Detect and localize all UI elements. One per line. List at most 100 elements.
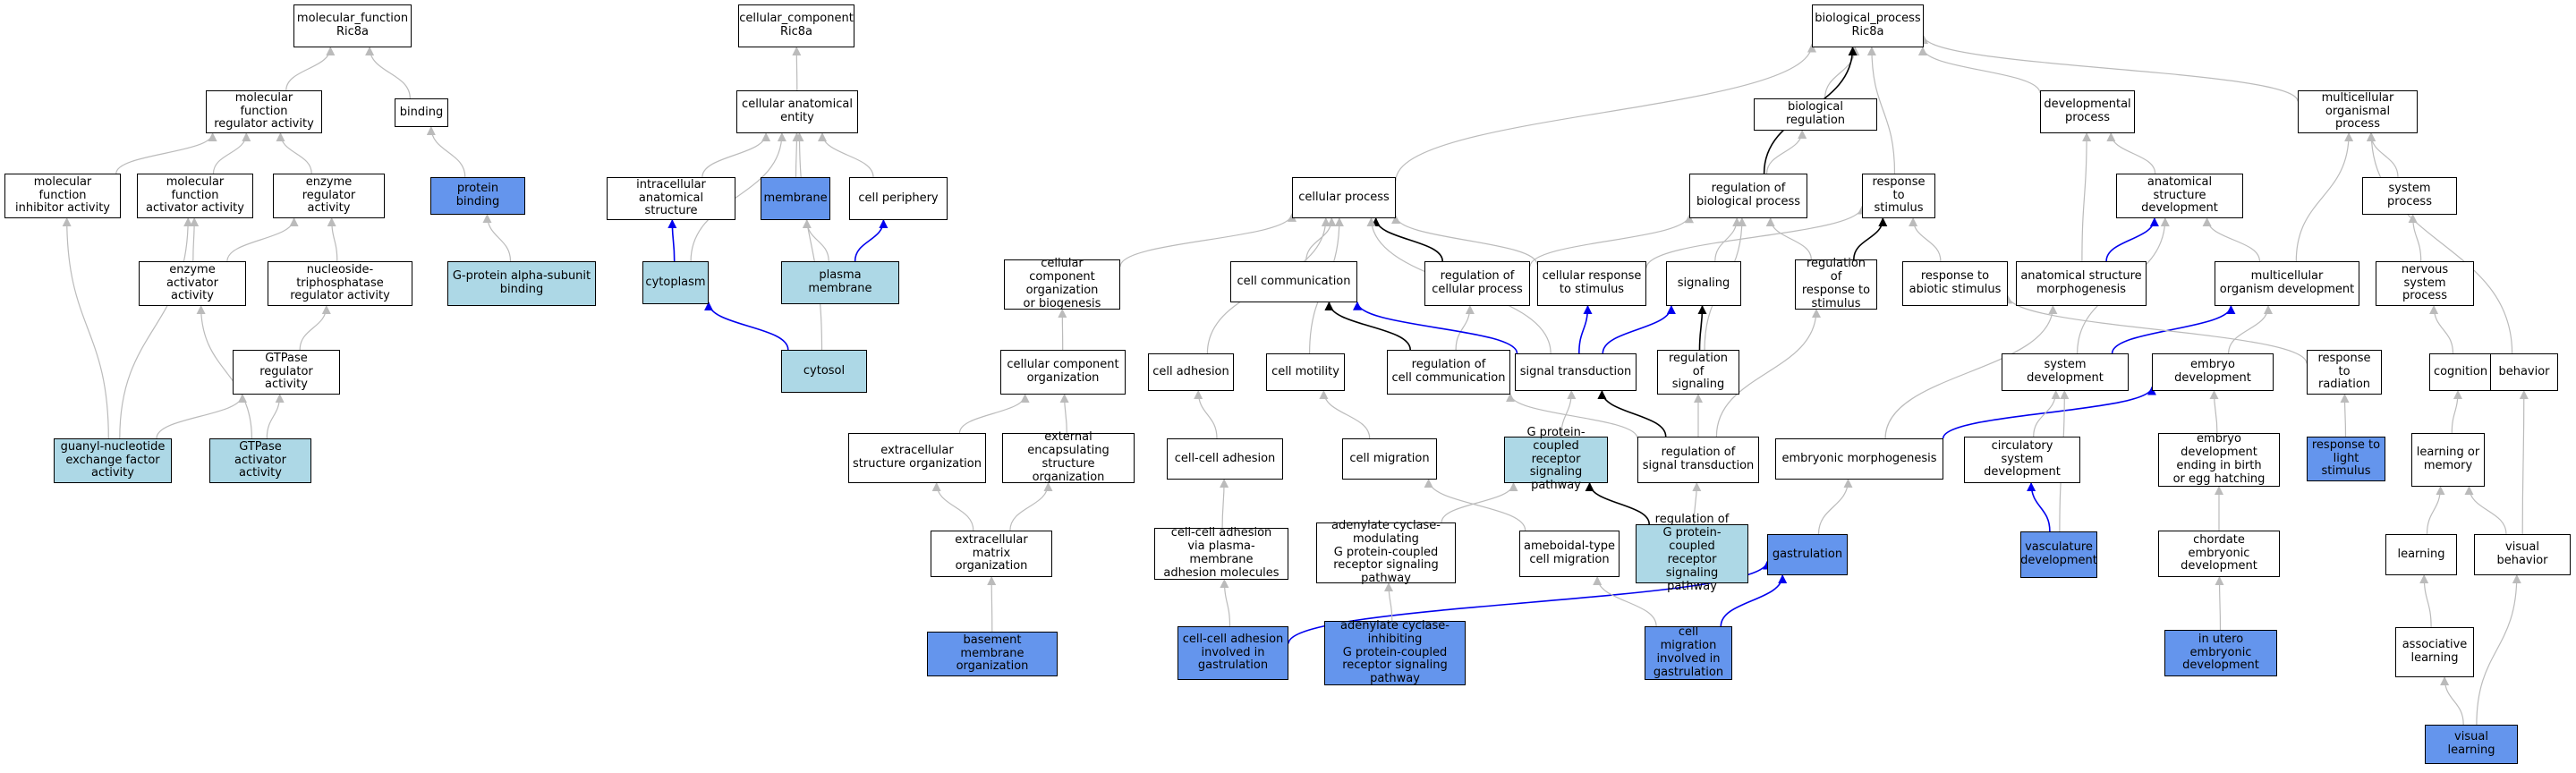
node-enzyme-activator-activity[interactable]: enzyme activator activity (139, 261, 246, 306)
node-g-protein-alpha-subunit-binding[interactable]: G-protein alpha-subunit binding (447, 261, 596, 306)
node-chordate-embryonic-development[interactable]: chordate embryonic development (2158, 531, 2280, 577)
node-ameboidal-type-cell-migration[interactable]: ameboidal-type cell migration (1519, 531, 1620, 577)
node-response-to-stimulus[interactable]: response to stimulus (1862, 174, 1935, 218)
node-response-to-abiotic-stimulus[interactable]: response to abiotic stimulus (1902, 261, 2008, 306)
node-cell-motility[interactable]: cell motility (1266, 353, 1345, 391)
node-cell-cell-adhesion[interactable]: cell-cell adhesion (1167, 438, 1283, 480)
node-response-to-radiation[interactable]: response to radiation (2307, 350, 2382, 395)
node-multicellular-organismal-process[interactable]: multicellular organismal process (2298, 90, 2418, 133)
node-behavior[interactable]: behavior (2490, 353, 2558, 391)
node-developmental-process[interactable]: developmental process (2040, 90, 2135, 133)
edge-gnef-to-gtpra (156, 394, 247, 439)
edge-sd-to-mod (2111, 305, 2236, 354)
node-response-to-light-stimulus[interactable]: response to light stimulus (2307, 437, 2385, 481)
node-adenylate-cyclase-modulating-gpcr[interactable]: adenylate cyclase-modulating G protein-c… (1316, 519, 1456, 585)
node-embryonic-morphogenesis[interactable]: embryonic morphogenesis (1775, 438, 1943, 480)
edge-rsig-to-signaling (1697, 305, 1707, 351)
node-circulatory-system-development[interactable]: circulatory system development (1964, 437, 2080, 483)
edge-st-to-crs (1578, 305, 1593, 354)
node-cellular-component[interactable]: cellular_component Ric8a (738, 4, 854, 47)
node-in-utero-embryonic-development[interactable]: in utero embryonic development (2164, 630, 2277, 676)
node-ntpase-regulator-activity[interactable]: nucleoside-triphosphatase regulator acti… (268, 261, 412, 306)
node-signaling[interactable]: signaling (1666, 261, 1741, 306)
node-cellular-component-organization[interactable]: cellular component organization (1000, 350, 1126, 395)
node-molecular-function-activator-activity[interactable]: molecular function activator activity (137, 174, 253, 218)
edge-gtpaa-to-gtpra (266, 394, 285, 439)
node-cell-adhesion[interactable]: cell adhesion (1148, 353, 1234, 391)
node-regulation-of-cellular-process[interactable]: regulation of cellular process (1424, 261, 1530, 306)
node-protein-binding[interactable]: protein binding (430, 177, 525, 215)
node-cognition[interactable]: cognition (2429, 353, 2492, 391)
node-intracellular-anatomical-structure[interactable]: intracellular anatomical structure (607, 177, 735, 220)
node-cell-migration[interactable]: cell migration (1342, 438, 1437, 480)
node-biological-regulation[interactable]: biological regulation (1754, 98, 1877, 131)
node-extracellular-structure-organization[interactable]: extracellular structure organization (848, 433, 986, 483)
node-nervous-system-process[interactable]: nervous system process (2376, 261, 2474, 306)
node-biological-process[interactable]: biological_process Ric8a (1812, 4, 1924, 47)
node-visual-learning[interactable]: visual learning (2425, 725, 2518, 764)
node-regulation-of-response-to-stimulus[interactable]: regulation of response to stimulus (1795, 257, 1877, 310)
node-enzyme-regulator-activity[interactable]: enzyme regulator activity (273, 174, 385, 218)
edge-acig-to-acmg (1384, 582, 1394, 622)
node-molecular-function-regulator-activity[interactable]: molecular function regulator activity (206, 90, 322, 133)
node-basement-membrane-organization[interactable]: basement membrane organization (927, 632, 1058, 676)
node-cellular-process[interactable]: cellular process (1292, 177, 1396, 218)
node-membrane[interactable]: membrane (761, 177, 830, 220)
node-regulation-of-biological-process[interactable]: regulation of biological process (1689, 174, 1807, 218)
edge-ccag-to-ccapm (1220, 579, 1231, 627)
node-gpcr-signaling-pathway[interactable]: G protein-coupled receptor signaling pat… (1504, 426, 1608, 492)
node-cellular-component-organization-or-biogenesis[interactable]: cellular component organization or bioge… (1004, 257, 1120, 310)
edge-gtpaa-to-eaa (196, 305, 252, 439)
node-external-encapsulating-structure-organization[interactable]: external encapsulating structure organiz… (1002, 430, 1135, 484)
node-gtpase-activator-activity[interactable]: GTPase activator activity (209, 438, 311, 483)
node-anatomical-structure-development[interactable]: anatomical structure development (2116, 174, 2243, 218)
node-cytoplasm[interactable]: cytoplasm (642, 261, 709, 304)
node-cellular-response-to-stimulus[interactable]: cellular response to stimulus (1537, 261, 1646, 306)
edge-breg-to-bp (1824, 47, 1860, 99)
node-embryo-development-ending-in-birth[interactable]: embryo development ending in birth or eg… (2158, 432, 2280, 487)
edge-lom-to-cog (2451, 390, 2462, 434)
node-gastrulation[interactable]: gastrulation (1767, 534, 1848, 575)
node-visual-behavior[interactable]: visual behavior (2474, 534, 2571, 575)
node-cytosol[interactable]: cytosol (781, 350, 867, 393)
node-cell-communication[interactable]: cell communication (1230, 261, 1357, 302)
edge-edeb-to-ed (2209, 390, 2219, 434)
edge-cyto-to-cae (690, 132, 786, 262)
node-vasculature-development[interactable]: vasculature development (2020, 531, 2097, 578)
node-anatomical-structure-morphogenesis[interactable]: anatomical structure morphogenesis (2016, 261, 2147, 306)
edge-dp-to-bp (1917, 47, 2041, 94)
edge-mop-to-bp (1919, 35, 2299, 102)
node-cell-cell-adhesion-in-gastrulation[interactable]: cell-cell adhesion involved in gastrulat… (1177, 626, 1288, 680)
node-cell-cell-adhesion-via-plasma-membrane[interactable]: cell-cell adhesion via plasma-membrane a… (1154, 526, 1288, 580)
node-molecular-function[interactable]: molecular_function Ric8a (293, 4, 412, 47)
node-cell-migration-in-gastrulation[interactable]: cell migration involved in gastrulation (1645, 625, 1732, 680)
node-system-development[interactable]: system development (2002, 353, 2129, 391)
node-learning[interactable]: learning (2385, 534, 2457, 575)
edge-binding-to-mf (365, 47, 411, 99)
node-signal-transduction[interactable]: signal transduction (1515, 353, 1637, 391)
edge-ecso-to-cco (958, 394, 1030, 434)
node-associative-learning[interactable]: associative learning (2395, 627, 2474, 677)
node-regulation-of-cell-communication[interactable]: regulation of cell communication (1387, 350, 1510, 395)
node-cell-periphery[interactable]: cell periphery (849, 177, 948, 220)
node-cellular-anatomical-entity[interactable]: cellular anatomical entity (736, 90, 858, 133)
node-adenylate-cyclase-inhibiting-gpcr[interactable]: adenylate cyclase-inhibiting G protein-c… (1324, 619, 1466, 685)
node-system-process[interactable]: system process (2362, 177, 2457, 215)
node-embryo-development[interactable]: embryo development (2152, 353, 2274, 391)
node-binding[interactable]: binding (395, 98, 448, 127)
node-regulation-of-signaling[interactable]: regulation of signaling (1657, 350, 1739, 395)
node-multicellular-organism-development[interactable]: multicellular organism development (2215, 261, 2359, 306)
node-gtpase-regulator-activity[interactable]: GTPase regulator activity (233, 350, 340, 395)
node-regulation-of-signal-transduction[interactable]: regulation of signal transduction (1637, 437, 1759, 483)
node-regulation-of-gpcr-signaling[interactable]: regulation of G protein-coupled receptor… (1636, 513, 1748, 593)
edge-vl-to-al (2440, 676, 2464, 726)
edge-crs-to-rts (1645, 205, 1866, 268)
node-extracellular-matrix-organization[interactable]: extracellular matrix organization (931, 531, 1052, 577)
node-plasma-membrane[interactable]: plasma membrane (781, 261, 899, 304)
node-guanyl-nucleotide-exchange-factor[interactable]: guanyl-nucleotide exchange factor activi… (54, 438, 172, 483)
node-molecular-function-inhibitor-activity[interactable]: molecular function inhibitor activity (4, 174, 121, 218)
node-learning-or-memory[interactable]: learning or memory (2411, 433, 2485, 487)
edge-em-to-asm (1884, 305, 2058, 439)
edge-vb-to-beh (2519, 390, 2529, 535)
edge-emo-to-eeso (1009, 482, 1053, 531)
